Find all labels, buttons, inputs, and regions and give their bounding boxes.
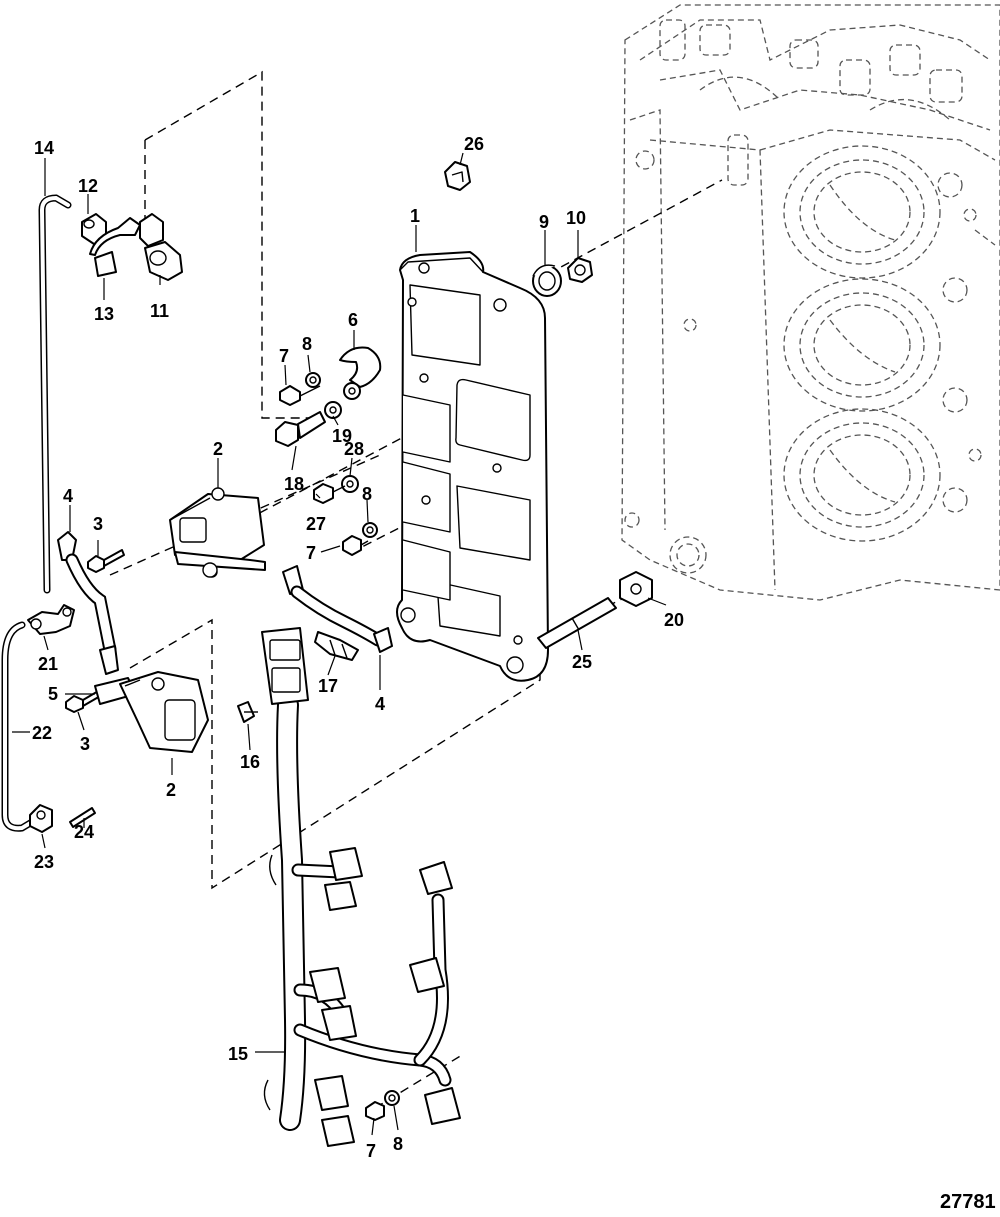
callout-20: 20 [664, 610, 684, 630]
callout-25: 25 [572, 652, 592, 672]
pin-24 [69, 807, 96, 828]
callout-23: 23 [34, 852, 54, 872]
washer-8-upper [305, 372, 321, 388]
callout-4-right: 4 [375, 694, 385, 714]
tee-fitting-21 [27, 604, 75, 635]
callout-14: 14 [34, 138, 54, 158]
clamp-13 [89, 217, 141, 277]
grommet-9 [532, 264, 562, 297]
callout-1: 1 [410, 206, 420, 226]
callout-10: 10 [566, 208, 586, 228]
washer-19 [324, 401, 342, 419]
callout-11: 11 [150, 301, 169, 321]
callout-labels: 1 2 2 3 3 4 4 5 6 7 7 7 8 8 8 9 10 11 12… [32, 134, 684, 1161]
callout-7-upper: 7 [279, 346, 289, 366]
callout-8-upper: 8 [302, 334, 312, 354]
ignition-lead-4-right [282, 565, 393, 653]
callout-8-mid: 8 [362, 484, 372, 504]
screw-3-upper [87, 549, 125, 573]
callout-18: 18 [284, 474, 304, 494]
hose-14 [38, 194, 72, 594]
ignition-module-2-lower [119, 671, 209, 753]
callout-17: 17 [318, 676, 338, 696]
callout-5: 5 [48, 684, 58, 704]
fitting-20 [619, 571, 653, 607]
screw-7-lower [365, 1101, 385, 1121]
screw-7-upper [279, 385, 321, 406]
callout-15: 15 [228, 1044, 248, 1064]
hose-22 [1, 621, 36, 832]
washer-8-mid [362, 522, 378, 538]
washer-upper-small [343, 382, 361, 400]
callout-3-lower: 3 [80, 734, 90, 754]
screw-3-lower [65, 689, 103, 713]
shield-6 [339, 346, 382, 388]
callout-22: 22 [32, 723, 52, 743]
callout-7-mid: 7 [306, 543, 316, 563]
callout-28: 28 [344, 439, 364, 459]
washer-8-lower [384, 1090, 400, 1106]
fitting-23 [29, 804, 53, 833]
screw-7-mid [342, 535, 369, 556]
sensor-17 [314, 631, 359, 661]
tube-25 [537, 597, 617, 649]
engine-block [621, 4, 1000, 601]
callout-9: 9 [539, 212, 549, 232]
callout-21: 21 [38, 654, 58, 674]
callout-2-upper: 2 [213, 439, 223, 459]
screw-27 [313, 483, 346, 504]
leader-lines [12, 152, 667, 1136]
ignition-lead-4-left [57, 531, 119, 675]
callout-12: 12 [78, 176, 98, 196]
wiring-harness-15 [261, 627, 461, 1147]
callout-26: 26 [464, 134, 484, 154]
callout-19: 19 [332, 426, 352, 446]
callout-27: 27 [306, 514, 326, 534]
ignition-module-2-upper [169, 487, 266, 578]
callout-13: 13 [94, 304, 114, 324]
callout-6: 6 [348, 310, 358, 330]
callout-7-lower: 7 [366, 1141, 376, 1161]
callout-2-lower: 2 [166, 780, 176, 800]
nut-10 [567, 257, 593, 283]
clip-16 [237, 701, 258, 723]
bolt-18 [275, 411, 326, 447]
callout-4-left: 4 [63, 486, 73, 506]
figure-number: 27781 [940, 1191, 996, 1213]
callout-3-upper: 3 [93, 514, 103, 534]
callout-24: 24 [74, 822, 94, 842]
clip-26 [444, 161, 471, 191]
callout-16: 16 [240, 752, 260, 772]
sensor-11 [139, 213, 183, 281]
mounting-plate [396, 251, 549, 682]
callout-8-lower: 8 [393, 1134, 403, 1154]
washer-28 [341, 475, 359, 493]
